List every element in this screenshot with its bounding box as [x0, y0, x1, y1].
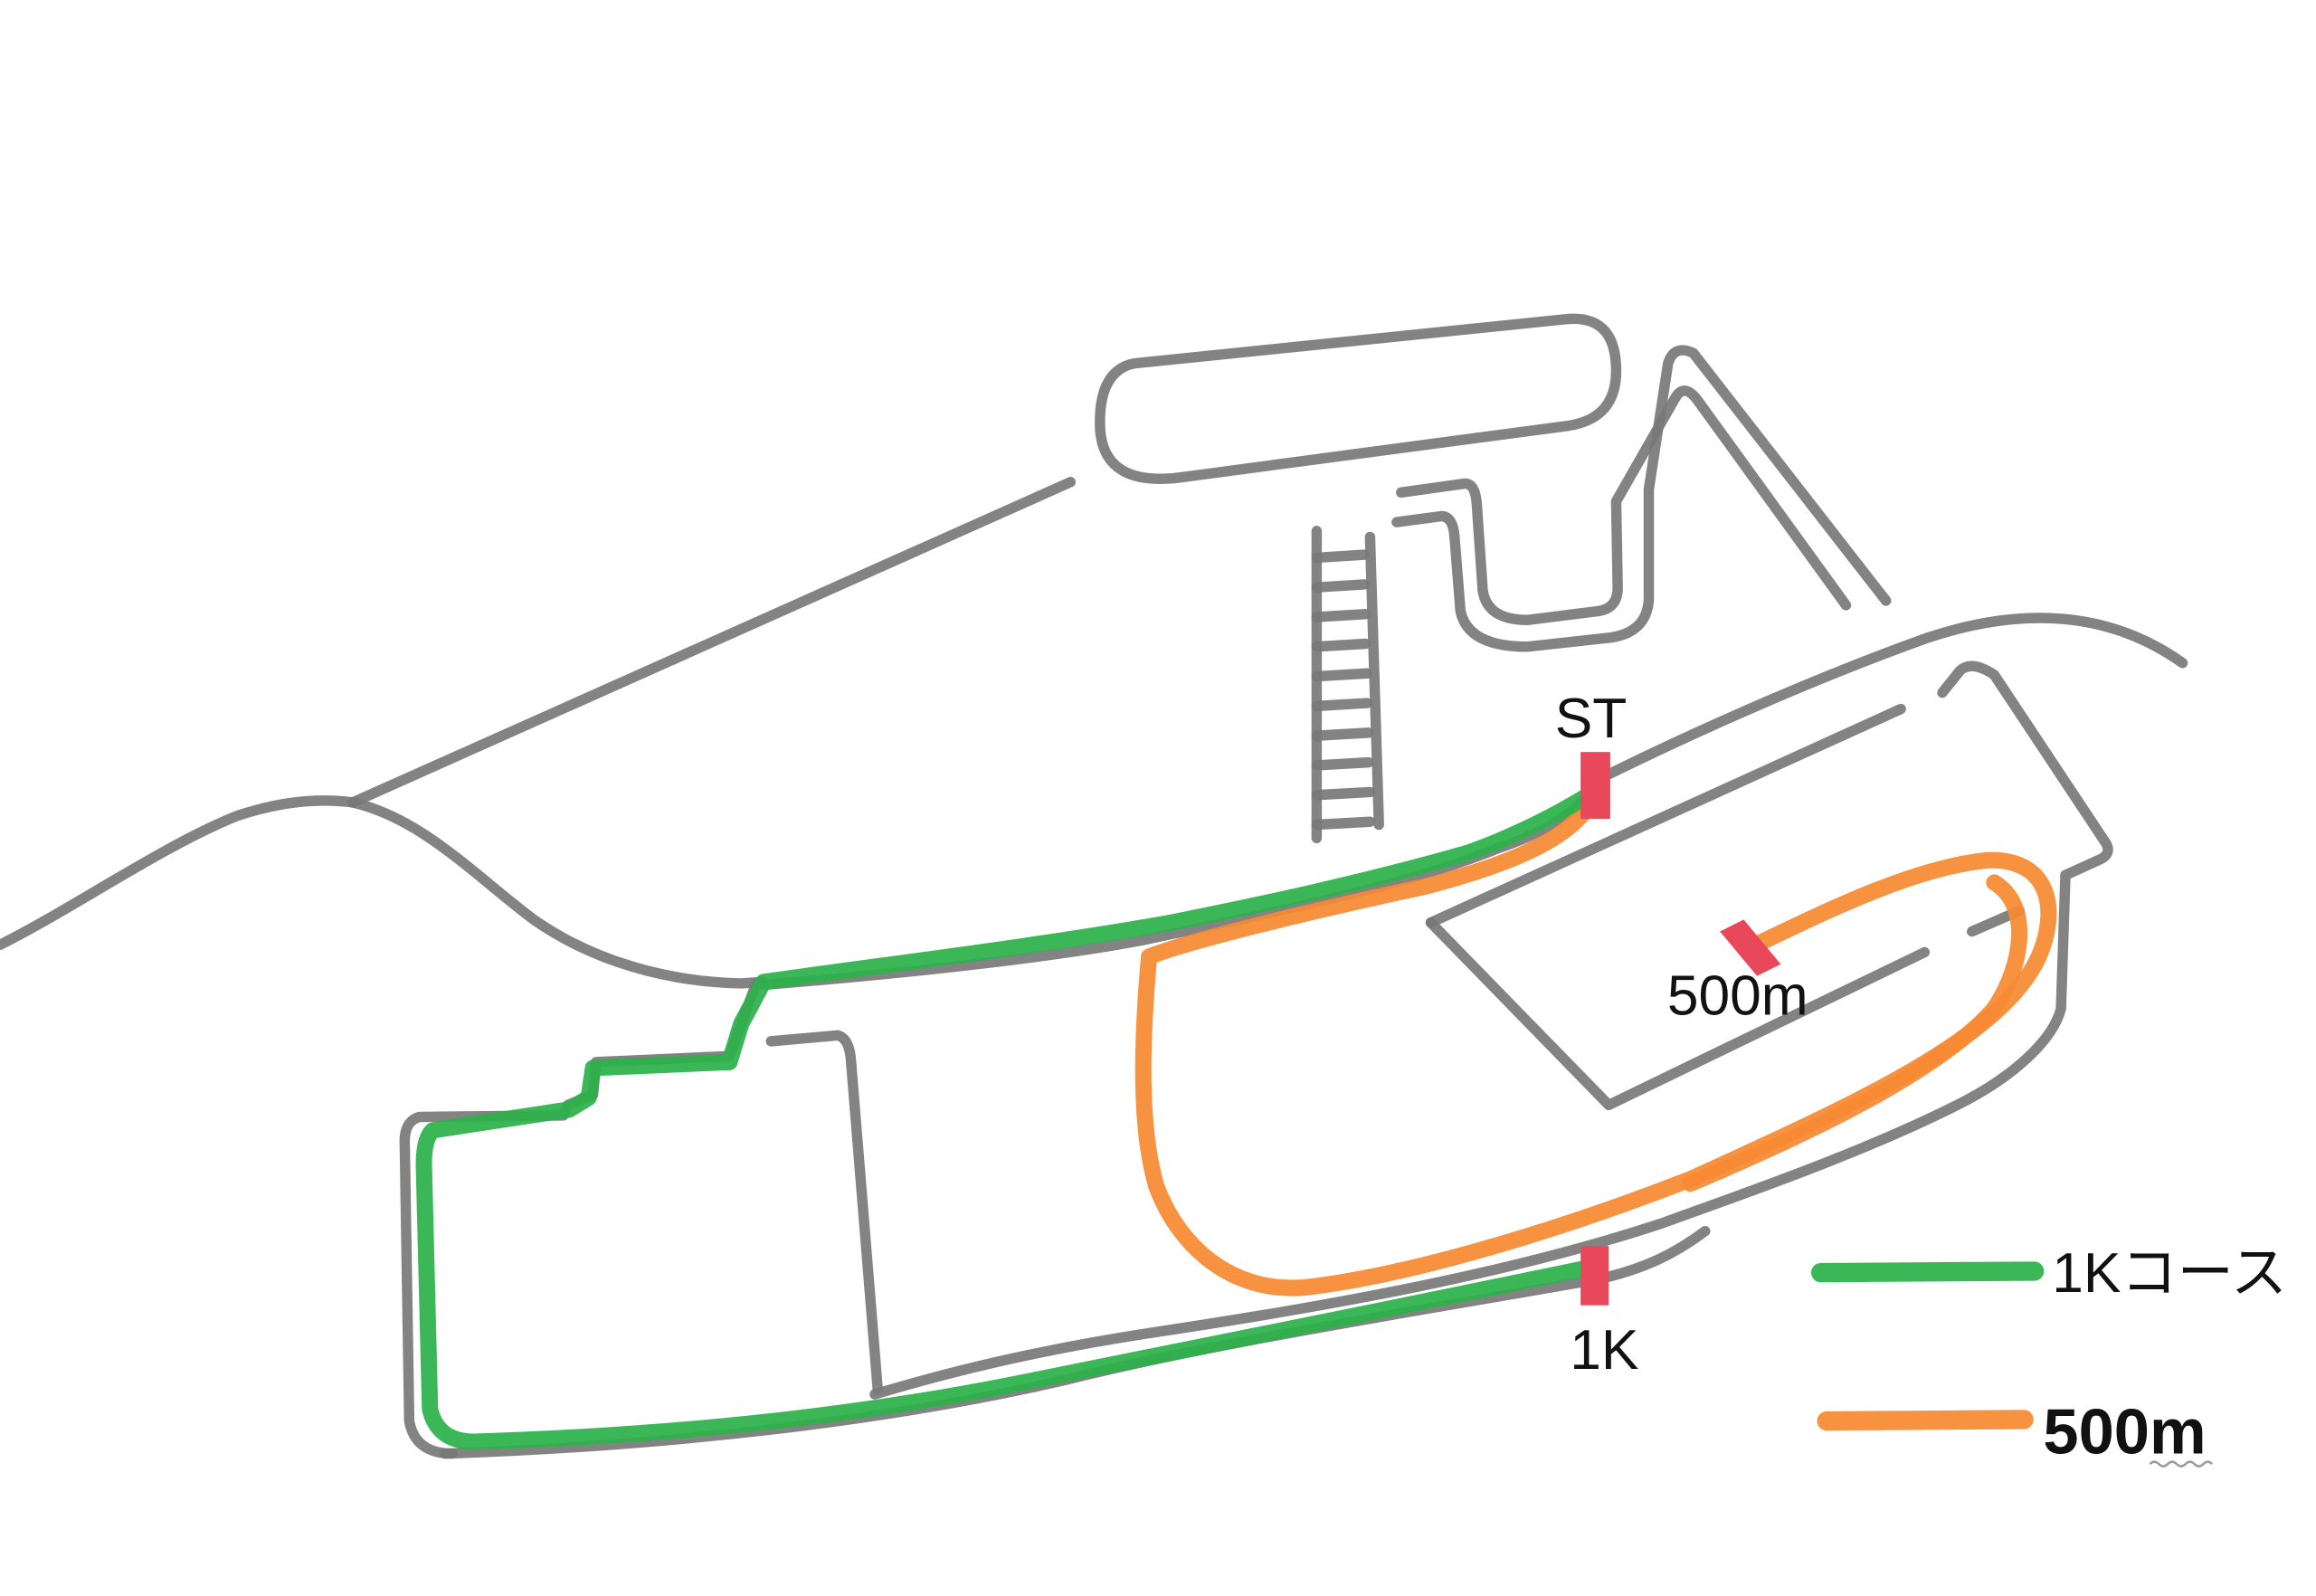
500m-label: 500m: [1667, 964, 1808, 1027]
legend-swatch-500m: [1817, 1410, 2034, 1431]
road-right-structure: [869, 660, 2113, 1400]
road-hill-descent: [347, 797, 769, 989]
oval-track: [1095, 313, 1622, 484]
ladder-structure: [1311, 526, 1384, 844]
legend: 1Kコース 500m: [1810, 1242, 2287, 1468]
u-road-outer: [1391, 345, 1892, 652]
ladder-rung: [1311, 549, 1370, 564]
ladder-rung: [1311, 638, 1372, 652]
road-hill-left: [0, 795, 358, 951]
ladder-rung: [1311, 786, 1376, 801]
course-1k-route: [415, 789, 1595, 1450]
ladder-rung: [1311, 698, 1372, 712]
spellcheck-underline: [2149, 1460, 2214, 1468]
course-markers: [1580, 752, 1781, 1306]
1k-label: 1K: [1570, 1319, 1638, 1382]
start-marker: [1580, 752, 1610, 819]
u-road-inner: [1396, 385, 1852, 626]
course-500m-route-inner: [1682, 874, 2028, 1192]
ladder-rung: [1311, 727, 1374, 741]
ladder-rung: [1311, 608, 1372, 622]
legend-label-1k: 1Kコース: [2052, 1242, 2287, 1305]
ladder-rung: [1311, 579, 1370, 593]
road-inner-upper: [1425, 703, 1906, 928]
inner-block-edge: [1425, 917, 1931, 1111]
ladder-rung: [1311, 668, 1372, 682]
road-network: [0, 313, 2188, 1459]
1k-marker: [1580, 1246, 1609, 1306]
ladder-rung: [1311, 756, 1374, 771]
legend-label-500m: 500m: [2043, 1396, 2206, 1468]
ladder-rail-right: [1364, 531, 1384, 831]
road-diagonal: [347, 477, 1077, 808]
ladder-rung: [1311, 816, 1376, 831]
course-500m-route: [1134, 804, 2057, 1297]
500m-marker: [1720, 919, 1781, 976]
legend-swatch-1k: [1810, 1261, 2045, 1283]
road-left-block-inner: [765, 1030, 883, 1395]
start-label: ST: [1555, 688, 1628, 750]
road-left-loop: [399, 978, 762, 1459]
map-labels: ST 500m 1K: [1555, 688, 1808, 1382]
road-top-arc: [1603, 613, 2188, 780]
